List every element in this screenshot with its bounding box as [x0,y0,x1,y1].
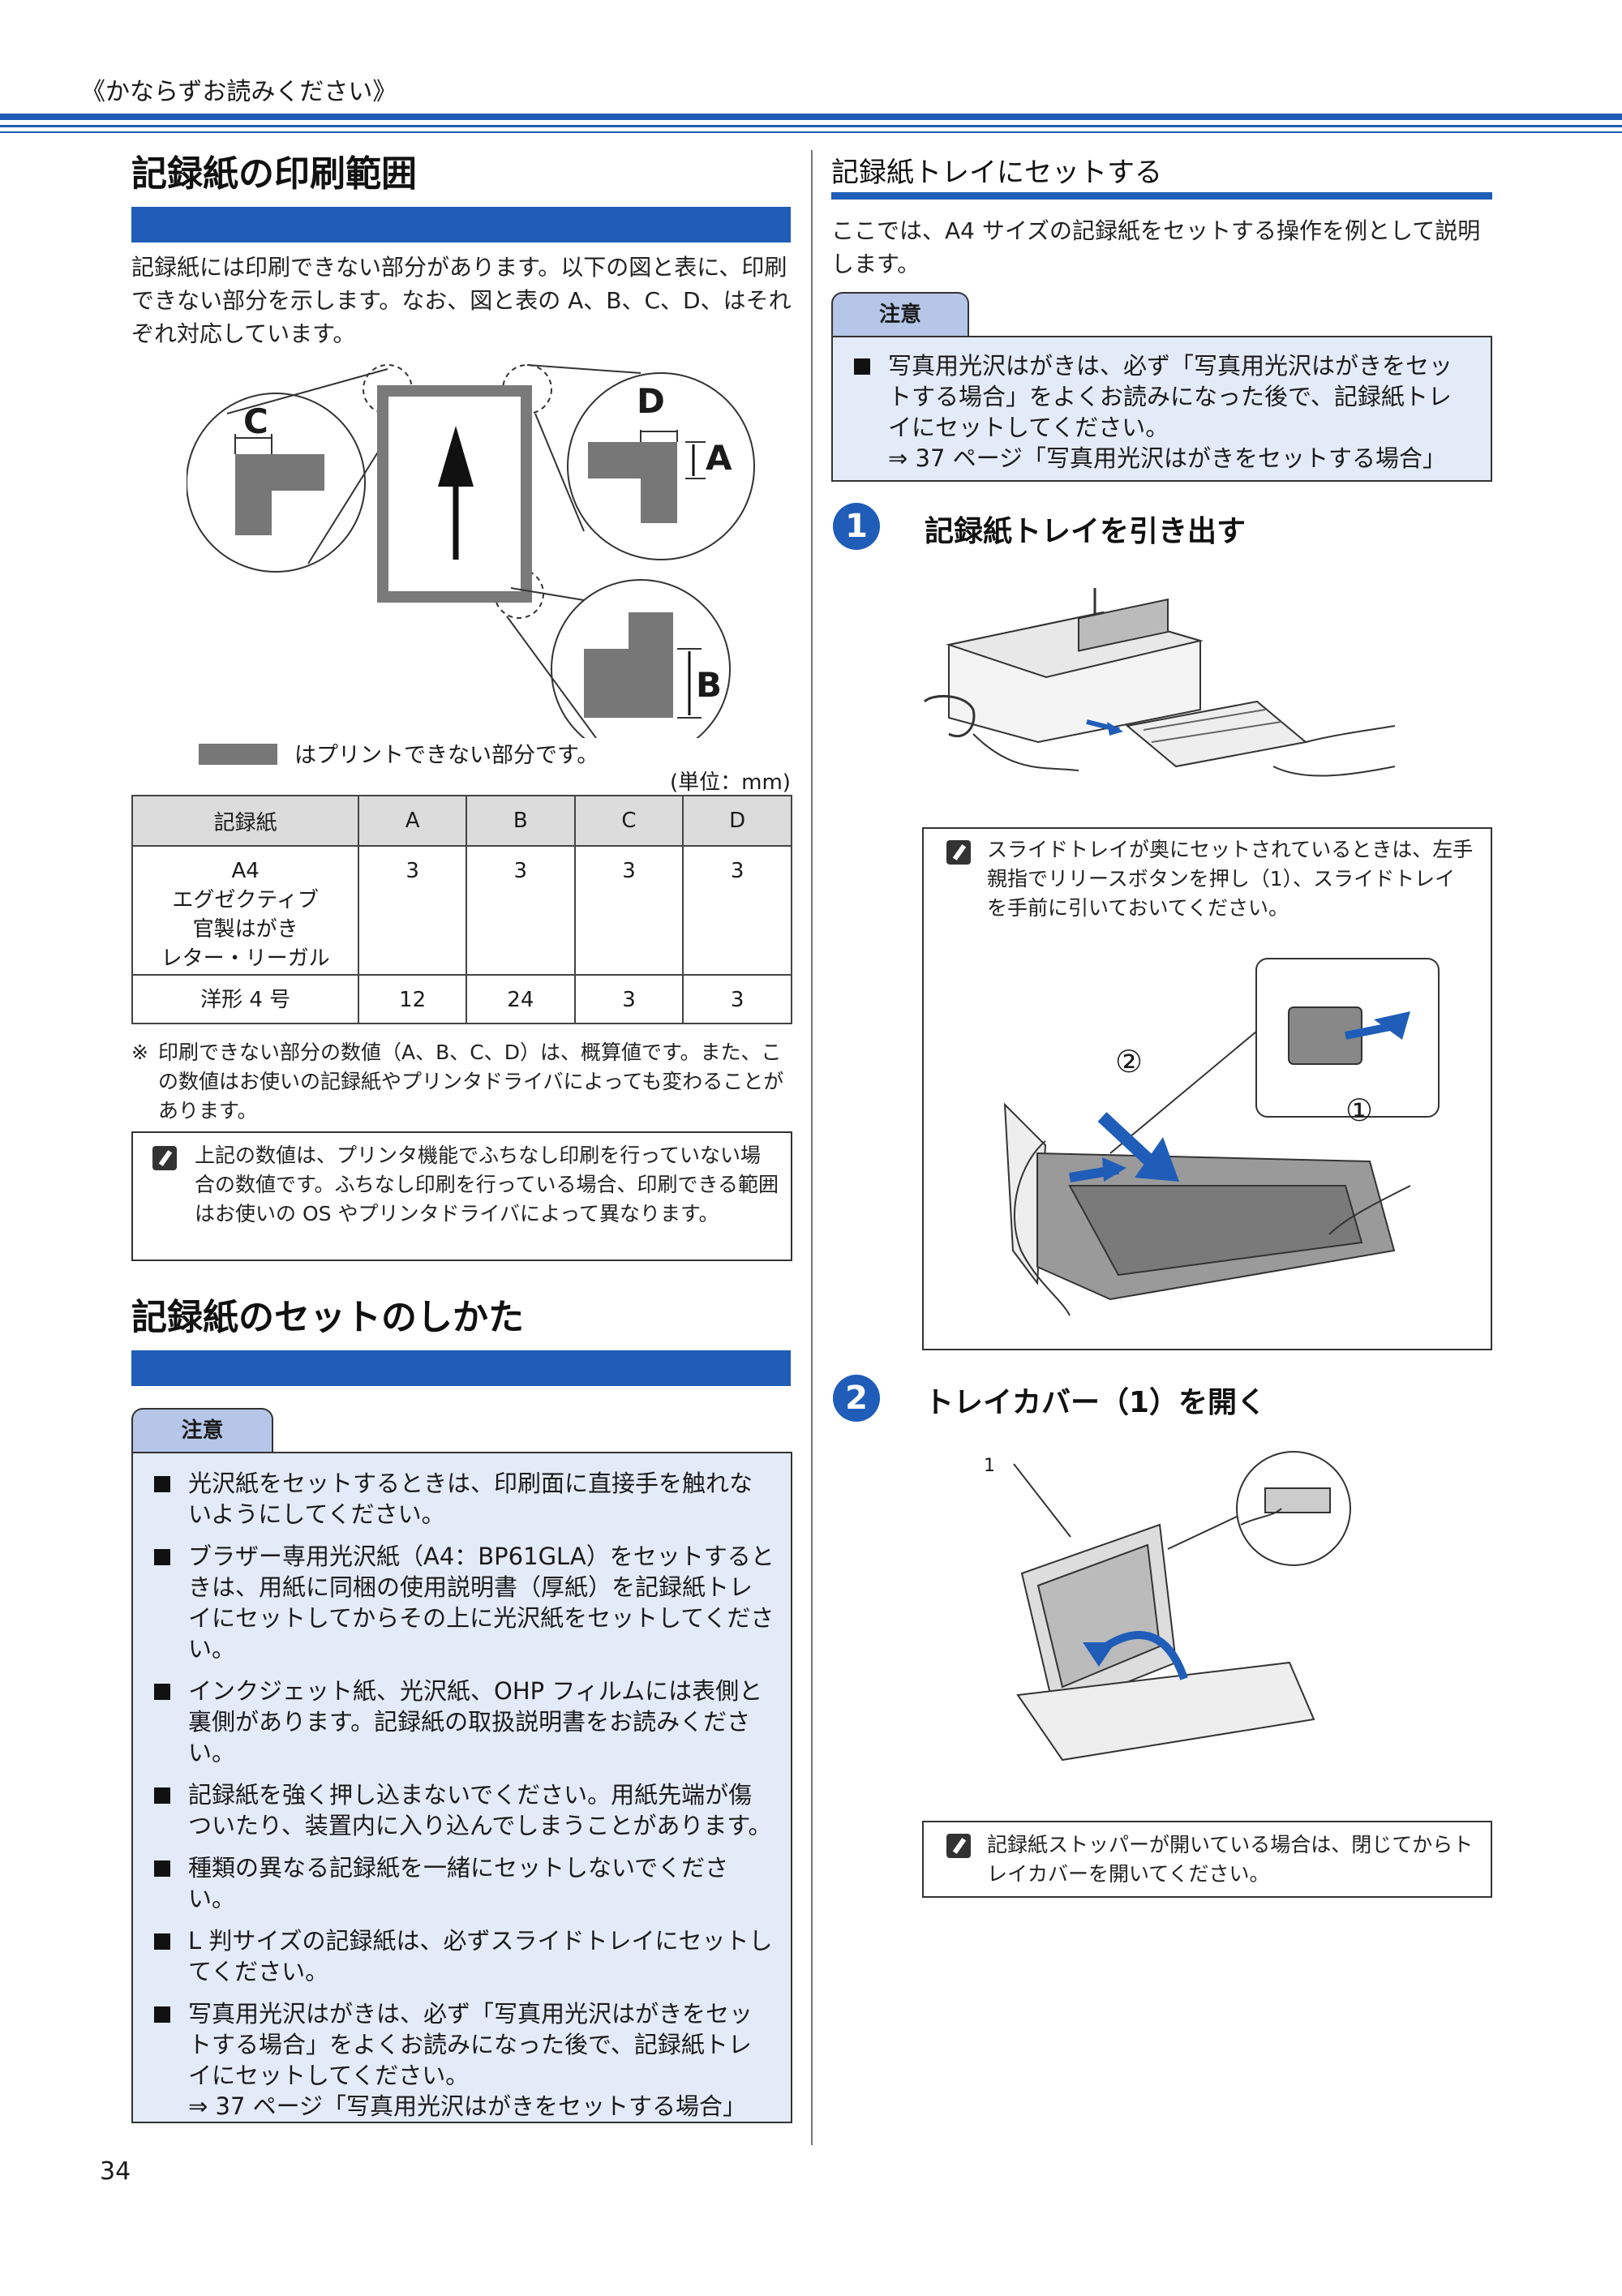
table-row: A4 エグゼクティブ 官製はがき レター・リーガル 3 3 3 3 [131,845,792,976]
paper-name: エグゼクティブ [172,888,319,912]
page-number: 34 [100,2157,131,2186]
callout-2: ② [1115,1044,1144,1079]
intro-text: 記録紙には印刷できない部分があります。以下の図と表に、印刷できない部分を示します… [131,254,792,347]
table-cell: 12 [358,974,467,1024]
slide-tray-illustration [1003,958,1440,1316]
step-2-badge: 2 [833,1375,880,1422]
step-1-title: 記録紙トレイを引き出す [925,515,1247,548]
header-rule [0,125,1622,127]
section-title-bar [131,1350,791,1386]
caution-item: ブラザー専用光沢紙（A4：BP61GLA）をセットするときは、用紙に同梱の使用説… [151,1541,775,1664]
table-header-cell: A [358,795,467,847]
step-1-badge: 1 [833,503,880,550]
diagram-label-c: C [243,401,268,441]
diagram-label-d: D [637,381,665,421]
caution-item: 写真用光沢はがきは、必ず「写真用光沢はがきをセットする場合」をよくお読みになった… [851,350,1474,443]
column-divider [811,150,813,2145]
caution-tab: 注意 [831,292,969,337]
caution-reference-link[interactable]: ⇒ 37 ページ「写真用光沢はがきをセットする場合」 [888,444,1447,472]
diagram-label-b: B [696,665,723,705]
paper-name: A4 [231,859,260,883]
step-2-note-box: 記録紙ストッパーが開いている場合は、閉じてからトレイカバーを開いてください。 [922,1821,1492,1898]
table-header-row: 記録紙 A B C D [131,795,792,847]
paper-name: 洋形 4 号 [200,988,291,1012]
table-header-cell: 記録紙 [131,795,360,847]
caution-item: L 判サイズの記録紙は、必ずスライドトレイにセットしてください。 [151,1925,775,1987]
note-pencil-icon [152,1146,177,1170]
table-header-cell: C [573,795,684,847]
header-text: 《かならずお読みください》 [81,78,397,106]
callout-1: ① [1345,1092,1374,1128]
table-header-cell: D [682,795,792,847]
note-pencil-icon [946,840,971,865]
paper-name: 官製はがき [192,917,298,942]
print-area-table: 記録紙 A B C D A4 エグゼクティブ 官製はがき レター・リーガル 3 … [131,795,792,1024]
table-cell: 3 [573,845,684,976]
note-text: 記録紙ストッパーが開いている場合は、閉じてからトレイカバーを開いてください。 [987,1833,1474,1886]
note-box: 上記の数値は、プリンタ機能でふちなし印刷を行っていない場合の数値です。ふちなし印… [131,1131,792,1261]
table-header-cell: B [465,795,576,847]
step-1-note-box: スライドトレイが奥にセットされているときは、左手親指でリリースボタンを押し（1）… [922,827,1492,1350]
unit-label: (単位：mm) [670,770,791,795]
caution-box: 写真用光沢はがきは、必ず「写真用光沢はがきをセットする場合」をよくお読みになった… [831,336,1492,482]
caution-item: 記録紙を強く押し込まないでください。用紙先端が傷ついたり、装置内に入り込んでしま… [151,1779,775,1841]
print-area-diagram [187,364,755,738]
note-pencil-icon [946,1834,971,1858]
paper-name: レター・リーガル [161,946,330,971]
section-title-rule [831,192,1492,200]
header-rule [0,131,1622,133]
table-cell: 3 [682,974,792,1024]
caution-tab: 注意 [131,1408,273,1453]
tray-cover-illustration [1013,1451,1351,1762]
caution-item: 光沢紙をセットするときは、印刷面に直接手を触れないようにしてください。 [151,1468,775,1530]
section-title-paper-setting: 記録紙のセットのしかた [131,1297,524,1338]
caution-reference-link[interactable]: ⇒ 37 ページ「写真用光沢はがきをセットする場合」 [188,2092,747,2120]
intro-text: ここでは、A4 サイズの記録紙をセットする操作を例として説明します。 [831,217,1481,277]
table-cell: 3 [465,845,576,976]
table-cell: 3 [573,974,684,1024]
caution-item: 写真用光沢はがきは、必ず「写真用光沢はがきをセットする場合」をよくお読みになった… [151,1998,775,2091]
section-title-tray: 記録紙トレイにセットする [831,157,1162,189]
note-text: スライドトレイが奥にセットされているときは、左手親指でリリースボタンを押し（1）… [987,838,1474,920]
legend-swatch [199,744,277,765]
table-cell: 3 [358,845,467,976]
diagram-label-a: A [706,438,732,478]
caution-item: インクジェット紙、光沢紙、OHP フィルムには表側と裏側があります。記録紙の取扱… [151,1676,775,1768]
printer-illustration [923,588,1396,777]
callout-1: 1 [984,1456,995,1476]
legend-text: はプリントできない部分です。 [294,743,599,768]
footnote-text: 印刷できない部分の数値（A、B、C、D）は、概算値です。また、この数値はお使いの… [158,1041,784,1122]
table-cell: 24 [465,974,576,1024]
section-title-bar [131,207,791,242]
header-rule [0,114,1622,120]
section-title-print-area: 記録紙の印刷範囲 [131,153,417,195]
table-cell: 3 [682,845,792,976]
note-text: 上記の数値は、プリンタ機能でふちなし印刷を行っていない場合の数値です。ふちなし印… [195,1144,779,1225]
caution-item: 種類の異なる記録紙を一緒にセットしないでください。 [151,1852,775,1914]
table-cell-paper: 洋形 4 号 [131,974,360,1024]
caution-box: 光沢紙をセットするときは、印刷面に直接手を触れないようにしてください。 ブラザー… [131,1452,792,2123]
table-cell-paper: A4 エグゼクティブ 官製はがき レター・リーガル [131,845,360,976]
step-2-title: トレイカバー（1）を開く [925,1386,1267,1419]
footnote-mark: ※ [131,1041,148,1064]
table-row: 洋形 4 号 12 24 3 3 [131,974,792,1024]
